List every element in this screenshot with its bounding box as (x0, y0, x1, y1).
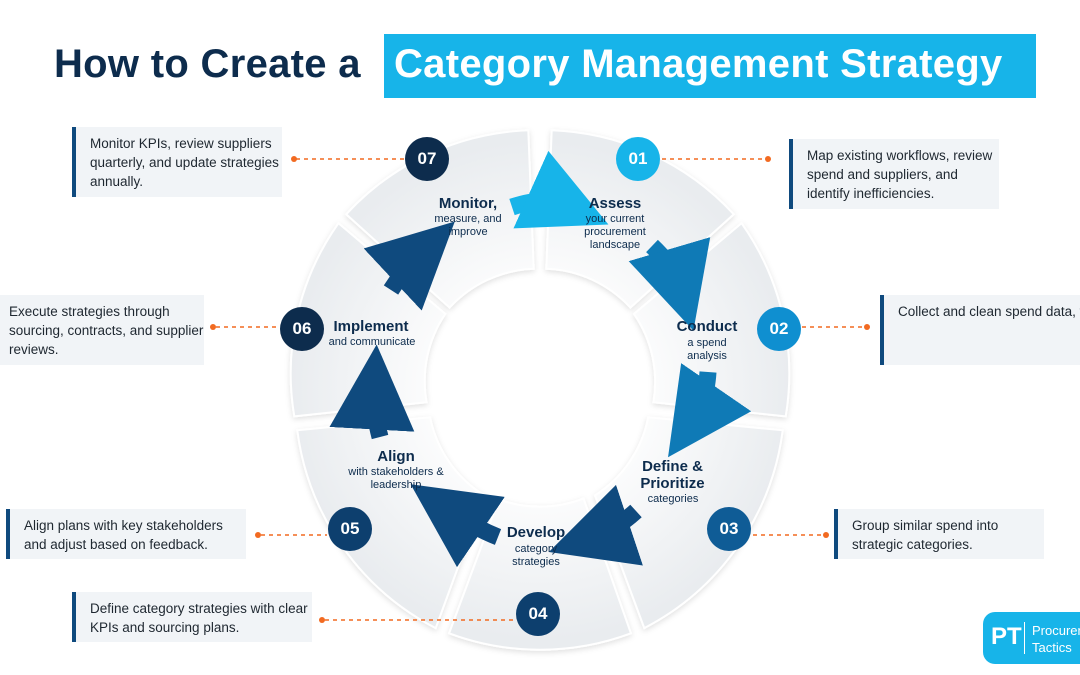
flow-arrow-assess-conduct (628, 237, 711, 331)
flow-arrow-conduct-define (668, 363, 752, 458)
flow-arrow-define-develop (548, 484, 643, 566)
step-03-badge: 03 (707, 507, 751, 551)
note-02: Collect and clean spend data, then class… (880, 295, 1080, 365)
step-04-badge: 04 (516, 592, 560, 636)
step-06-title: Implement (333, 318, 409, 335)
step-03-subtitle: categories (647, 493, 699, 505)
segment-define (593, 416, 784, 630)
step-07-title: Monitor, (438, 195, 498, 212)
page-title: How to Create a Category Management Stra… (0, 34, 1080, 98)
step-05-subtitle: with stakeholders & leadership (348, 466, 444, 491)
connector-03-dot (823, 532, 829, 538)
connector-07-dot (291, 156, 297, 162)
step-06-subtitle: and communicate (328, 336, 416, 348)
step-04-title: Develop (506, 524, 566, 541)
step-02-subtitle: a spend analysis (687, 337, 727, 362)
step-07-subtitle: measure, and improve (434, 213, 502, 238)
note-04: Define category strategies with clear KP… (72, 592, 312, 642)
flow-arrow-monitor-assess (509, 150, 609, 229)
title-highlight: Category Management Strategy (394, 42, 1003, 86)
logo-line2: Tactics (1032, 640, 1072, 655)
step-04-subtitle: category strategies (512, 543, 560, 568)
step-06-badge: 06 (280, 307, 324, 351)
logo-divider (1024, 622, 1025, 654)
note-03: Group similar spend into strategic categ… (834, 509, 1044, 559)
connector-04-dot (319, 617, 325, 623)
title-prefix: How to Create a (54, 42, 361, 86)
flow-arrow-implement-monitor (363, 221, 455, 311)
step-02-badge: 02 (757, 307, 801, 351)
step-01-subtitle: your current procurement landscape (584, 213, 646, 251)
procurement-tactics-logo: PT Procurement Tactics (983, 612, 1080, 664)
note-06: Execute strategies through sourcing, con… (0, 295, 204, 365)
connector-06-dot (210, 324, 216, 330)
segment-align (296, 416, 486, 630)
step-01-badge: 01 (616, 137, 660, 181)
step-03-title: Define & Prioritize (640, 458, 705, 492)
step-01-title: Assess (588, 195, 642, 212)
connector-01-dot (765, 156, 771, 162)
step-07-badge: 07 (405, 137, 449, 181)
step-02-title: Conduct (676, 318, 738, 335)
connector-05-dot (255, 532, 261, 538)
step-05-badge: 05 (328, 507, 372, 551)
logo-line1: Procurement (1032, 623, 1080, 638)
flow-arrow-align-implement (329, 344, 415, 440)
title-highlight-box: Category Management Strategy (384, 34, 1036, 98)
note-05: Align plans with key stakeholders and ad… (6, 509, 246, 559)
connector-02-dot (864, 324, 870, 330)
segment-monitor (344, 129, 535, 310)
note-07: Monitor KPIs, review suppliers quarterly… (72, 127, 282, 197)
flow-arrow-develop-align (410, 484, 505, 568)
logo-mark: PT (991, 623, 1022, 650)
note-01: Map existing workflows, review spend and… (789, 139, 999, 209)
step-05-title: Align (377, 448, 415, 465)
